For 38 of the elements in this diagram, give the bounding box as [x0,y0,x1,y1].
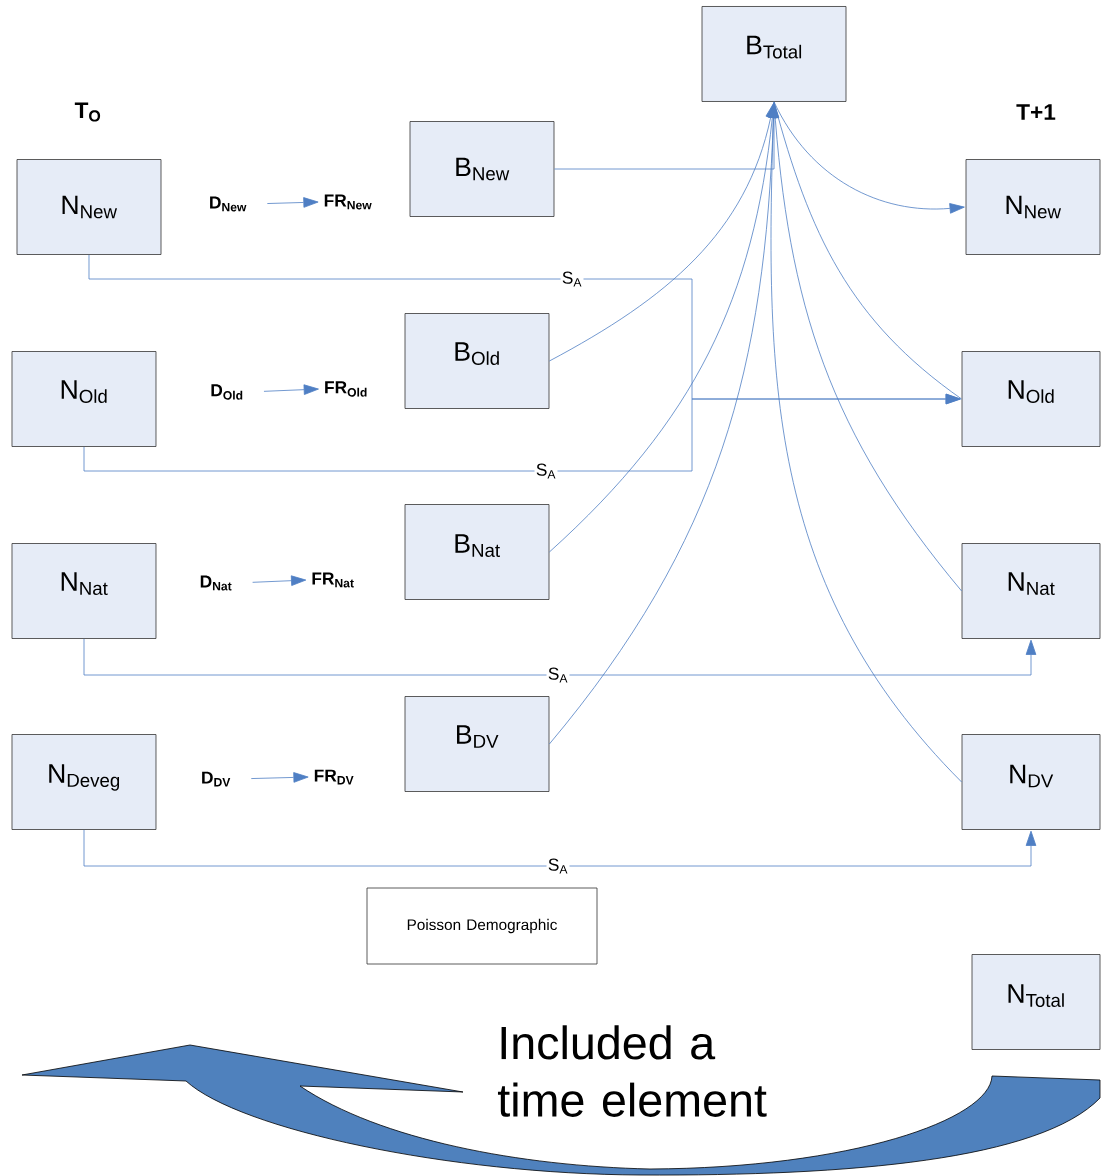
process-box: B$_{Nat}$ [404,504,550,600]
variable-label: FR$_{New}$ [324,194,372,210]
process-box: N$_{Old}$ [961,351,1101,447]
process-box: B$_{DV}$ [404,696,550,792]
column-header: T$_{O}$ [74,102,101,122]
process-box: N$_{Total}$ [971,954,1101,1050]
variable-label: FR$_{Old}$ [325,381,367,397]
process-box: B$_{New}$ [409,121,555,217]
arrow [250,772,309,783]
process-box: N$_{Nat}$ [11,543,157,639]
process-box: N$_{Deveg}$ [11,734,157,830]
process-box: N$_{Old}$ [11,351,157,447]
note-text: Included a time element [498,1025,767,1117]
edge-label: S$_{A}$ [534,462,558,480]
edge-label: S$_{A}$ [546,666,570,684]
variable-label: D$_{DV}$ [202,771,231,787]
process-box: N$_{New}$ [965,159,1101,255]
variable-label: FR$_{Nat}$ [312,572,354,588]
edge-label: S$_{A}$ [546,857,570,875]
column-header: T+1 [1016,104,1056,120]
variable-label: FR$_{DV}$ [314,769,354,785]
variable-label: D$_{Nat}$ [200,575,232,591]
process-box: B$_{Old}$ [404,313,550,409]
arrow [83,638,1037,676]
arrow [252,575,307,586]
variable-label: D$_{Old}$ [211,384,243,400]
process-box: N$_{New}$ [16,159,162,255]
edge-label: S$_{A}$ [560,270,584,288]
arrow [263,384,319,395]
note-box: Poisson Demographic [366,887,598,965]
process-box: B$_{Total}$ [701,6,847,102]
arrow [773,101,965,214]
process-box: N$_{Nat}$ [961,543,1101,639]
arrow [83,393,961,472]
variable-label: D$_{New}$ [210,196,247,212]
process-box: N$_{DV}$ [961,734,1101,830]
arrow [83,829,1037,867]
arrow [266,197,319,208]
